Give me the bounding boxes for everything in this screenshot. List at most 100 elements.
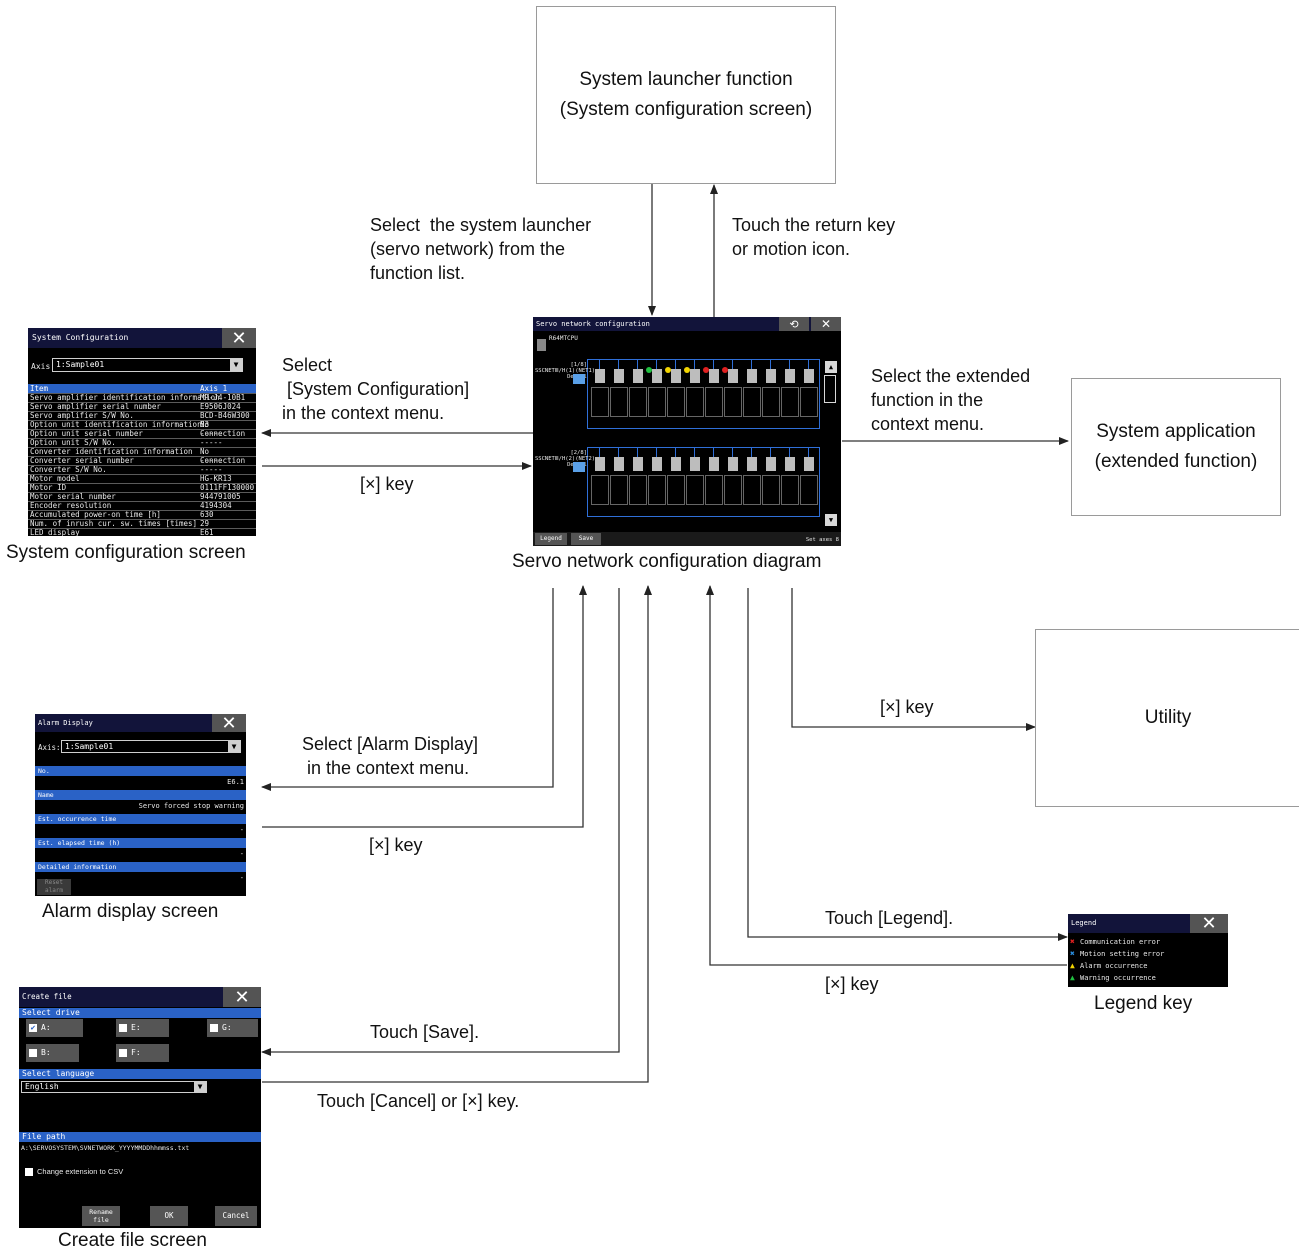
- servo-axis-icon[interactable]: [633, 457, 643, 471]
- legend-titlebar: Legend: [1068, 914, 1228, 933]
- value-cell: -----: [200, 429, 223, 438]
- servo-axis-icon[interactable]: [747, 369, 757, 383]
- drive-a-button[interactable]: ✔ A:: [26, 1019, 83, 1037]
- return-button[interactable]: ⟲: [779, 317, 809, 331]
- network-1-detail-button[interactable]: [573, 374, 585, 384]
- close-button[interactable]: ✕: [1190, 914, 1228, 934]
- servo-axis-icon[interactable]: [690, 457, 700, 471]
- close-icon: ✕: [231, 328, 247, 349]
- axis-info-cell: [743, 387, 761, 417]
- arrow-createfile-to-servo: [262, 585, 652, 1083]
- axis-select[interactable]: 1:Sample01 ▼: [61, 740, 241, 753]
- rename-file-button[interactable]: Rename file: [82, 1206, 120, 1226]
- axis-connector-line: [656, 359, 657, 369]
- select-drive-header: Select drive: [19, 1008, 261, 1018]
- value-cell: -----: [200, 456, 223, 465]
- servo-axis-icon[interactable]: [595, 457, 605, 471]
- checkbox-checked-icon: ✔: [29, 1023, 37, 1032]
- warning-icon: ▲: [1070, 973, 1075, 982]
- close-button[interactable]: ✕: [811, 317, 841, 331]
- servo-axis-icon[interactable]: [766, 457, 776, 471]
- language-select[interactable]: English ▼: [21, 1081, 207, 1093]
- drive-e-label: E:: [131, 1023, 141, 1032]
- alarm-field-header: Est. elapsed time (h): [35, 838, 246, 848]
- csv-checkbox[interactable]: Change extension to CSV: [25, 1167, 124, 1177]
- network-2-detail-button[interactable]: [573, 462, 585, 472]
- axis-connector-line: [637, 447, 638, 457]
- servo-axis-icon[interactable]: [747, 457, 757, 471]
- value-cell: 4194304: [200, 501, 232, 510]
- servo-titlebar: Servo network configuration: [533, 317, 841, 331]
- servo-axis-icon[interactable]: [633, 369, 643, 383]
- servo-axis-icon[interactable]: [671, 369, 681, 383]
- drive-g-button[interactable]: G:: [207, 1019, 258, 1037]
- arrow-servo-to-createfile: [261, 588, 620, 1056]
- close-icon: ✕: [234, 987, 250, 1008]
- close-button[interactable]: ✕: [212, 714, 246, 734]
- servo-axis-icon[interactable]: [690, 369, 700, 383]
- servo-axis-icon[interactable]: [671, 457, 681, 471]
- servo-axis-icon[interactable]: [595, 369, 605, 383]
- close-button[interactable]: ✕: [222, 328, 256, 349]
- drive-f-button[interactable]: F:: [116, 1044, 169, 1062]
- item-cell: Option unit serial number: [30, 429, 143, 438]
- scroll-up-button[interactable]: ▲: [825, 361, 837, 373]
- servo-title: Servo network configuration: [536, 320, 650, 328]
- servo-axis-icon[interactable]: [804, 369, 814, 383]
- drive-e-button[interactable]: E:: [116, 1019, 169, 1037]
- header-item: Item: [30, 384, 49, 393]
- label-touch-legend: Touch [Legend].: [825, 908, 954, 928]
- drive-a-label: A:: [41, 1023, 51, 1032]
- drive-g-label: G:: [222, 1023, 232, 1032]
- value-cell: 0111FF130000: [200, 483, 255, 492]
- servo-axis-icon[interactable]: [728, 457, 738, 471]
- axis-select-value: 1:Sample01: [65, 742, 114, 751]
- axis-select[interactable]: 1:Sample01 ▼: [52, 358, 243, 372]
- alarm-titlebar: Alarm Display: [35, 714, 246, 732]
- chevron-down-icon: ▼: [228, 741, 240, 752]
- alarm-icon: ▲: [1070, 961, 1075, 970]
- servo-axis-icon[interactable]: [785, 457, 795, 471]
- servo-axis-icon[interactable]: [652, 457, 662, 471]
- scrollbar-thumb[interactable]: [824, 375, 836, 403]
- label-x-key-alarm: [×] key: [369, 835, 423, 855]
- save-button[interactable]: Save: [571, 533, 601, 545]
- servo-axis-icon[interactable]: [652, 369, 662, 383]
- servo-axis-icon[interactable]: [804, 457, 814, 471]
- close-button[interactable]: ✕: [223, 987, 261, 1008]
- axis-connector-line: [694, 447, 695, 457]
- servo-axis-icon[interactable]: [614, 457, 624, 471]
- servo-axis-icon[interactable]: [766, 369, 776, 383]
- communication-error-icon: [722, 367, 728, 373]
- ok-button[interactable]: OK: [150, 1206, 188, 1226]
- scroll-down-button[interactable]: ▼: [825, 514, 837, 526]
- caption-alarm: Alarm display screen: [42, 901, 219, 922]
- label-x-key-legend: [×] key: [825, 974, 879, 994]
- reset-alarm-button[interactable]: Reset alarm: [37, 879, 71, 895]
- csv-checkbox-label: Change extension to CSV: [37, 1167, 124, 1176]
- item-cell: LED display: [30, 528, 80, 536]
- servo-axis-icon[interactable]: [614, 369, 624, 383]
- drive-b-label: B:: [41, 1048, 51, 1057]
- utility-label: Utility: [1144, 707, 1192, 728]
- value-cell: E9506J024: [200, 402, 241, 411]
- value-cell: -----: [200, 438, 223, 447]
- cancel-button[interactable]: Cancel: [215, 1206, 257, 1226]
- servo-axis-icon[interactable]: [709, 457, 719, 471]
- item-cell: Option unit S/W No.: [30, 438, 116, 447]
- arrow-legend-to-servo: [706, 585, 1067, 966]
- axis-connector-line: [770, 447, 771, 457]
- axis-connector-line: [675, 447, 676, 457]
- servo-axis-icon[interactable]: [709, 369, 719, 383]
- servo-axis-icon[interactable]: [785, 369, 795, 383]
- checkbox-icon: [119, 1024, 127, 1032]
- drive-b-button[interactable]: B:: [26, 1044, 79, 1062]
- axis-connector-line: [675, 359, 676, 369]
- axis-connector-line: [599, 447, 600, 457]
- servo-axis-icon[interactable]: [728, 369, 738, 383]
- axis-connector-line: [694, 359, 695, 369]
- legend-button[interactable]: Legend: [535, 533, 567, 545]
- item-cell: Servo amplifier identification informati…: [30, 393, 220, 402]
- alarm-field-value: E6.1: [227, 778, 244, 786]
